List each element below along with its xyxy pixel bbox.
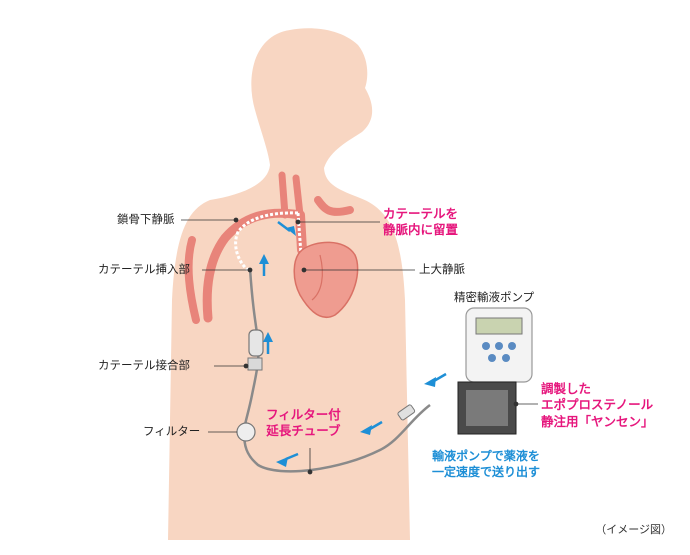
label-extension-tube-line1: フィルター付	[266, 407, 341, 422]
pump-syringe-inner	[466, 390, 508, 426]
label-catheter-placed-line2: 静脈内に留置	[383, 222, 459, 238]
artery-mid	[292, 174, 304, 219]
artery-right	[314, 196, 354, 216]
tube-connector	[397, 404, 416, 421]
leader-dot	[233, 217, 239, 223]
arm-vessel	[184, 236, 200, 324]
flow-arrow-shaft	[369, 420, 383, 431]
label-extension-tube: フィルター付 延長チューブ	[266, 407, 341, 440]
subclavian-vein	[202, 208, 305, 323]
label-subclavian-vein: 鎖骨下静脈	[117, 212, 175, 226]
body-silhouette	[168, 28, 410, 541]
leader-dot	[301, 267, 307, 273]
leader-dot	[247, 267, 253, 273]
leader-dot	[513, 401, 519, 407]
flow-arrow-shaft	[277, 221, 291, 232]
catheter-in-vein	[234, 211, 299, 272]
pump-display	[475, 317, 523, 335]
catheter-connector-lock	[247, 357, 263, 371]
flow-arrow-shaft	[285, 452, 299, 461]
label-filter: フィルター	[143, 424, 201, 438]
flow-arrow	[263, 332, 273, 342]
flow-arrow-shaft	[433, 372, 447, 383]
artery-left	[278, 171, 289, 219]
label-drug-line2: エポプロステノール	[541, 397, 654, 413]
leader-dot	[243, 363, 249, 369]
label-infusion-pump: 精密輸液ポンプ	[454, 290, 535, 304]
flow-arrow	[276, 457, 288, 467]
label-pump-action: 輸液ポンプで薬液を 一定速度で送り出す	[432, 448, 540, 480]
label-superior-vena-cava: 上大静脈	[419, 262, 465, 276]
leader-dot	[307, 469, 313, 475]
label-drug-line1: 調製した	[541, 381, 592, 396]
catheter-connector-part	[248, 329, 264, 357]
filter-part	[236, 422, 256, 442]
pump-button	[482, 342, 490, 350]
label-catheter-placed: カテーテルを 静脈内に留置	[383, 206, 458, 239]
pump-button	[495, 342, 503, 350]
flow-arrow	[360, 425, 372, 435]
flow-arrow	[259, 254, 269, 264]
leader-dot	[295, 219, 301, 225]
label-catheter-placed-line1: カテーテルを	[383, 206, 459, 221]
label-catheter-connector: カテーテル接合部	[98, 358, 190, 372]
pump-button	[508, 342, 516, 350]
pump-button	[502, 354, 510, 362]
pump-button	[488, 354, 496, 362]
label-catheter-insertion: カテーテル挿入部	[98, 262, 190, 276]
label-drug-line3: 静注用「ヤンセン」	[541, 413, 654, 429]
label-drug: 調製した エポプロステノール 静注用「ヤンセン」	[541, 381, 654, 430]
heart-detail	[311, 254, 323, 301]
label-extension-tube-line2: 延長チューブ	[266, 423, 341, 439]
heart	[293, 241, 359, 318]
image-note: （イメージ図）	[595, 523, 672, 536]
label-pump-action-line1: 輸液ポンプで薬液を	[432, 449, 540, 463]
flow-arrow	[424, 377, 436, 387]
label-pump-action-line2: 一定速度で送り出す	[432, 465, 541, 480]
